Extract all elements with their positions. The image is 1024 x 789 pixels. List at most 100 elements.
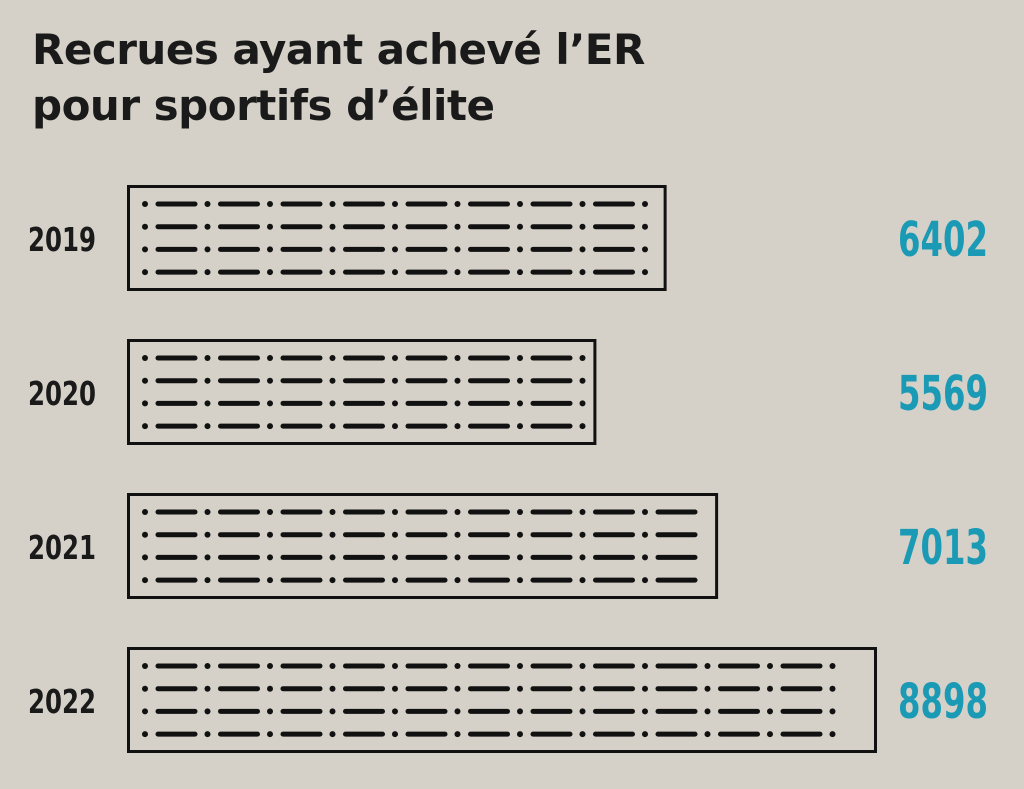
bar-pattern-dot bbox=[142, 531, 148, 538]
bar-pattern-dot bbox=[579, 269, 586, 276]
bar-pattern-dot bbox=[267, 377, 273, 384]
bar-pattern-dot bbox=[204, 355, 211, 361]
bar-pattern-dot bbox=[454, 531, 461, 538]
bar-pattern-dot bbox=[704, 685, 711, 692]
bar-pattern-dot bbox=[454, 201, 461, 207]
bar-pattern-dot bbox=[329, 377, 336, 384]
bar-pattern-dot bbox=[454, 269, 461, 276]
category-label: 2020 bbox=[28, 374, 96, 413]
bar-pattern-dot bbox=[329, 269, 336, 276]
category-label: 2019 bbox=[28, 220, 96, 259]
bar-pattern-dot bbox=[642, 223, 648, 230]
bar-pattern-dot bbox=[392, 423, 398, 430]
bar-pattern-dot bbox=[579, 708, 586, 715]
bar-pattern-dot bbox=[642, 509, 648, 515]
bar-pattern-dot bbox=[579, 400, 586, 407]
bar-pattern-dot bbox=[204, 246, 211, 253]
bar-pattern-dot bbox=[579, 201, 586, 207]
bar-pattern-dot bbox=[454, 577, 461, 584]
bar-pattern-dot bbox=[329, 577, 336, 584]
bar-pattern-dot bbox=[267, 355, 273, 361]
bar-pattern-dot bbox=[579, 663, 586, 669]
value-label: 7013 bbox=[898, 520, 988, 576]
bar bbox=[127, 185, 667, 291]
bar-pattern-dot bbox=[204, 663, 211, 669]
bar-pattern-dot bbox=[267, 246, 273, 253]
bar-pattern-dot bbox=[392, 509, 398, 515]
bar-pattern-dot bbox=[392, 201, 398, 207]
bar-pattern-dot bbox=[454, 731, 461, 738]
bar-pattern-dot bbox=[329, 731, 336, 738]
bar-pattern-dot bbox=[142, 423, 148, 430]
bar-pattern-dot bbox=[204, 400, 211, 407]
category-label: 2022 bbox=[28, 682, 96, 721]
bar-pattern-dot bbox=[454, 223, 461, 230]
bar-pattern-dot bbox=[579, 509, 586, 515]
bar-pattern-dot bbox=[392, 400, 398, 407]
bar-pattern-dot bbox=[579, 423, 586, 430]
bar-pattern-dot bbox=[142, 577, 148, 584]
bar-pattern-dot bbox=[329, 708, 336, 715]
chart-title-line-2: pour sportifs d’élite bbox=[32, 81, 495, 130]
bar-pattern-dot bbox=[267, 223, 273, 230]
bar-pattern-dot bbox=[204, 377, 211, 384]
bar-pattern-dot bbox=[579, 554, 586, 561]
bar-pattern-dot bbox=[142, 685, 148, 692]
bar-pattern-dot bbox=[704, 708, 711, 715]
bar-pattern-dot bbox=[142, 377, 148, 384]
bar-pattern-dot bbox=[767, 685, 773, 692]
bar-pattern-dot bbox=[142, 269, 148, 276]
bar-pattern-dot bbox=[829, 685, 836, 692]
bar-pattern-dot bbox=[142, 355, 148, 361]
bar-pattern-dot bbox=[829, 663, 836, 669]
bar-pattern-dot bbox=[517, 685, 523, 692]
bar-pattern-dot bbox=[454, 246, 461, 253]
bar-pattern-dot bbox=[142, 554, 148, 561]
bar-pattern-dot bbox=[579, 685, 586, 692]
bar-pattern-dot bbox=[517, 531, 523, 538]
bar-pattern-dot bbox=[392, 663, 398, 669]
bar-pattern-dot bbox=[642, 269, 648, 276]
bar-pattern-dot bbox=[642, 531, 648, 538]
bar-pattern-dot bbox=[642, 246, 648, 253]
bar-pattern-dot bbox=[579, 577, 586, 584]
bar-pattern-dot bbox=[579, 246, 586, 253]
bar-pattern-dot bbox=[517, 269, 523, 276]
bar-pattern-dot bbox=[454, 554, 461, 561]
bar-pattern-dot bbox=[392, 246, 398, 253]
value-label: 8898 bbox=[898, 674, 988, 730]
bar-pattern-dot bbox=[454, 423, 461, 430]
bar-pattern-dot bbox=[454, 400, 461, 407]
chart-title-line-1: Recrues ayant achevé l’ER bbox=[32, 25, 645, 74]
bar-pattern-dot bbox=[204, 269, 211, 276]
bar-pattern-dot bbox=[204, 509, 211, 515]
bar-pattern-dot bbox=[517, 400, 523, 407]
bar-pattern-dot bbox=[142, 400, 148, 407]
value-label: 5569 bbox=[898, 366, 988, 422]
bar-pattern-dot bbox=[329, 355, 336, 361]
bar-pattern-dot bbox=[204, 201, 211, 207]
bar-pattern-dot bbox=[267, 269, 273, 276]
bar-pattern-dot bbox=[267, 509, 273, 515]
bar-pattern-dot bbox=[517, 201, 523, 207]
bar-pattern-dot bbox=[704, 663, 711, 669]
bar-pattern-dot bbox=[204, 685, 211, 692]
bar-pattern-dot bbox=[392, 355, 398, 361]
bar-pattern-dot bbox=[517, 246, 523, 253]
bar-pattern-dot bbox=[267, 423, 273, 430]
bar-pattern-dot bbox=[517, 377, 523, 384]
bar-pattern-dot bbox=[579, 355, 586, 361]
bar-pattern-dot bbox=[517, 223, 523, 230]
bar-pattern-dot bbox=[454, 663, 461, 669]
bar-pattern-dot bbox=[517, 663, 523, 669]
bar-pattern-dot bbox=[392, 269, 398, 276]
bar-pattern-dot bbox=[642, 201, 648, 207]
bar-pattern-dot bbox=[329, 223, 336, 230]
bar-pattern-dot bbox=[142, 708, 148, 715]
bar-pattern-dot bbox=[204, 554, 211, 561]
bar-pattern-dot bbox=[642, 554, 648, 561]
bar-pattern-dot bbox=[642, 685, 648, 692]
bar-pattern-dot bbox=[204, 531, 211, 538]
bar-pattern-dot bbox=[454, 355, 461, 361]
